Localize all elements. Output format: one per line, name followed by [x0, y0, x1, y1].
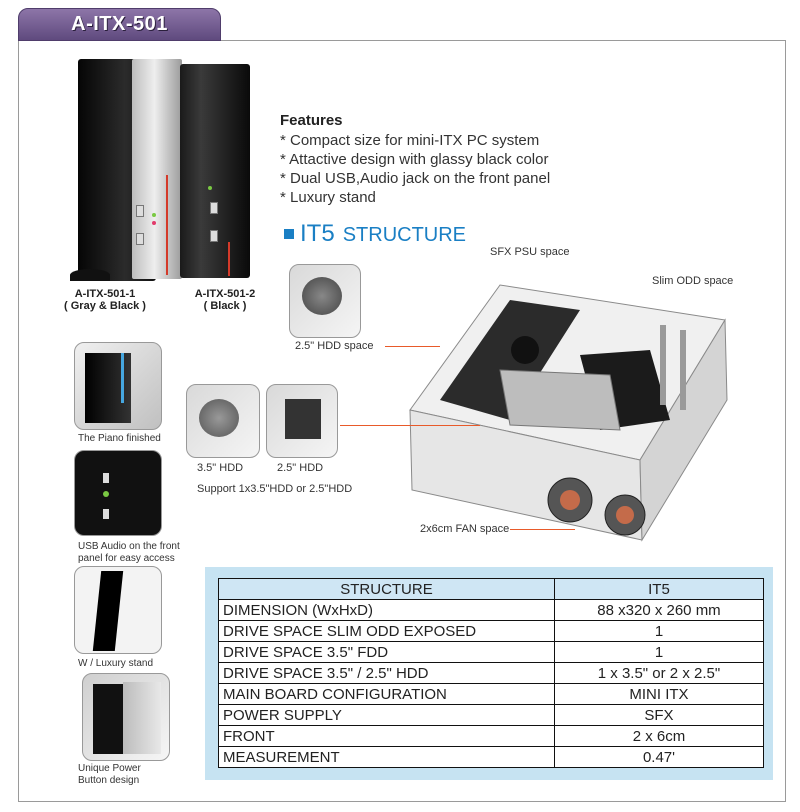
table-row: MAIN BOARD CONFIGURATION MINI ITX — [218, 683, 765, 705]
feature-item: * Attactive design with glassy black col… — [280, 151, 549, 168]
leader-line — [510, 529, 575, 530]
product-2-variant: ( Black ) — [203, 300, 247, 312]
structure-word: STRUCTURE — [342, 224, 467, 246]
callout-hdd-35-small: 3.5" HDD — [197, 462, 244, 474]
features-list: Features * Compact size for mini-ITX PC … — [280, 112, 660, 207]
table-header-row: STRUCTURE IT5 — [218, 578, 765, 600]
callout-sfx-psu: SFX PSU space — [490, 246, 570, 258]
piano-finish-thumb — [74, 342, 162, 430]
product-1-variant: ( Gray & Black ) — [64, 300, 146, 312]
hdd-35-thumb — [186, 384, 260, 458]
table-cell-value: 2 x 6cm — [553, 725, 765, 747]
table-cell-value: SFX — [553, 704, 765, 726]
table-cell-value: 1 x 3.5" or 2 x 2.5" — [553, 662, 765, 684]
table-cell-value: 88 x320 x 260 mm — [553, 599, 765, 621]
table-row: DIMENSION (WxHxD) 88 x320 x 260 mm — [218, 599, 765, 621]
structure-heading: IT5 STRUCTURE — [284, 220, 466, 248]
table-cell-label: DRIVE SPACE 3.5" / 2.5" HDD — [218, 662, 555, 684]
structure-name: IT5 — [300, 220, 335, 247]
power-button-thumb — [82, 673, 170, 761]
hdd-25-space-thumb — [289, 264, 361, 338]
table-header: STRUCTURE — [218, 578, 555, 600]
table-cell-label: MAIN BOARD CONFIGURATION — [218, 683, 555, 705]
table-cell-label: FRONT — [218, 725, 555, 747]
side-caption-piano: The Piano finished — [78, 433, 161, 444]
callout-support: Support 1x3.5"HDD or 2.5"HDD — [197, 483, 353, 495]
callout-slim-odd: Slim ODD space — [652, 275, 734, 287]
product-image-gray-black — [70, 55, 188, 283]
square-bullet-icon — [284, 229, 294, 239]
model-tab: A-ITX-501 — [18, 8, 221, 41]
side-caption-power-button: Unique Power Button design — [78, 763, 141, 786]
table-cell-label: MEASUREMENT — [218, 746, 555, 768]
product-image-black — [180, 62, 258, 280]
table-row: POWER SUPPLY SFX — [218, 704, 765, 726]
spec-table-panel: STRUCTURE IT5 DIMENSION (WxHxD) 88 x320 … — [205, 567, 773, 780]
callout-hdd-25-small: 2.5" HDD — [277, 462, 324, 474]
chassis-illustration — [409, 284, 728, 542]
product-caption-2: A-ITX-501-2 ( Black ) — [170, 288, 280, 312]
table-row: DRIVE SPACE SLIM ODD EXPOSED 1 — [218, 620, 765, 642]
usb-audio-thumb — [74, 450, 162, 536]
callout-fan: 2x6cm FAN space — [420, 523, 510, 535]
table-row: DRIVE SPACE 3.5" FDD 1 — [218, 641, 765, 663]
table-row: FRONT 2 x 6cm — [218, 725, 765, 747]
feature-item: * Luxury stand — [280, 189, 376, 206]
feature-item: * Dual USB,Audio jack on the front panel — [280, 170, 551, 187]
side-caption-usb-audio: USB Audio on the front panel for easy ac… — [78, 541, 180, 564]
luxury-stand-thumb — [74, 566, 162, 654]
product-1-name: A-ITX-501-1 — [74, 288, 136, 300]
hdd-25-thumb — [266, 384, 338, 458]
table-row: DRIVE SPACE 3.5" / 2.5" HDD 1 x 3.5" or … — [218, 662, 765, 684]
table-row: MEASUREMENT 0.47' — [218, 746, 765, 768]
leader-line — [340, 425, 480, 426]
table-cell-label: DIMENSION (WxHxD) — [218, 599, 555, 621]
page-frame — [18, 40, 786, 802]
table-header: IT5 — [553, 578, 765, 600]
side-caption-stand: W / Luxury stand — [78, 658, 154, 669]
table-cell-label: DRIVE SPACE 3.5" FDD — [218, 641, 555, 663]
table-cell-value: 1 — [553, 620, 765, 642]
callout-hdd-25: 2.5" HDD space — [295, 340, 374, 352]
leader-line — [385, 346, 440, 347]
model-title: A-ITX-501 — [71, 13, 168, 35]
table-cell-label: DRIVE SPACE SLIM ODD EXPOSED — [218, 620, 555, 642]
table-cell-value: MINI ITX — [553, 683, 765, 705]
product-caption-1: A-ITX-501-1 ( Gray & Black ) — [40, 288, 170, 312]
spec-table: STRUCTURE IT5 DIMENSION (WxHxD) 88 x320 … — [218, 578, 765, 768]
features-title: Features — [280, 112, 343, 129]
table-cell-value: 0.47' — [553, 746, 765, 768]
table-cell-label: POWER SUPPLY — [218, 704, 555, 726]
table-cell-value: 1 — [553, 641, 765, 663]
feature-item: * Compact size for mini-ITX PC system — [280, 132, 540, 149]
product-2-name: A-ITX-501-2 — [194, 288, 256, 300]
